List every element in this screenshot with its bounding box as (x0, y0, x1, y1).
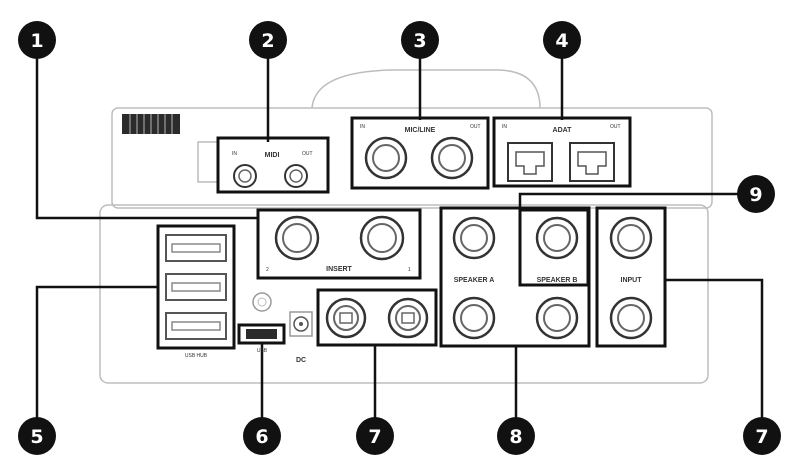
input-frame (595, 206, 667, 348)
ground-screw (252, 292, 272, 312)
input-jack-bottom (609, 296, 653, 340)
svg-text:9: 9 (749, 184, 762, 206)
mic-line-label: MIC/LINE (405, 127, 436, 134)
svg-text:1: 1 (30, 30, 43, 52)
usb-port-1 (165, 234, 227, 262)
insert-group: INSERT 2 1 (256, 208, 422, 280)
svg-text:7: 7 (755, 426, 768, 448)
grille-vent (122, 114, 180, 134)
dc-label: DC (296, 357, 306, 364)
callout-badges: 1 2 3 4 5 6 7 8 (18, 21, 781, 455)
insert-jack-2 (274, 215, 320, 261)
svg-text:5: 5 (30, 426, 43, 448)
adat-in-label: IN (502, 124, 507, 130)
adat-group: ADAT IN OUT (492, 116, 632, 188)
leader-7b (665, 278, 764, 420)
usb-port-2 (165, 273, 227, 301)
midi-label: MIDI (265, 152, 280, 159)
rca-jack-right (387, 297, 429, 339)
usb-hub-label: USB HUB (185, 353, 208, 359)
mic-line-out-jack (430, 136, 474, 180)
input-jack-top (609, 216, 653, 260)
adat-out-port (569, 142, 615, 182)
usb-hub-frame (156, 224, 236, 350)
svg-text:8: 8 (509, 426, 522, 448)
device-top-handle (311, 69, 541, 109)
callout-4: 4 (543, 21, 581, 59)
speaker-b-label: SPEAKER B (537, 277, 578, 284)
midi-out-label: OUT (302, 151, 313, 157)
callout-8: 8 (497, 417, 535, 455)
midi-frame (216, 136, 330, 194)
speaker-b-jack-top (535, 216, 579, 260)
device-lower-section (99, 204, 709, 384)
svg-text:2: 2 (261, 30, 274, 52)
speaker-a-jack-bottom (452, 296, 496, 340)
insert-jack-1 (359, 215, 405, 261)
mic-line-in-label: IN (360, 124, 365, 130)
device-upper-section (111, 107, 713, 209)
speaker-b-frame (518, 208, 590, 287)
usb-hub-group: USB HUB (156, 224, 236, 359)
svg-text:4: 4 (555, 30, 568, 52)
callout-1: 1 (18, 21, 56, 59)
svg-text:7: 7 (368, 426, 381, 448)
speaker-group: SPEAKER A SPEAKER B (439, 206, 591, 348)
callout-7a: 7 (356, 417, 394, 455)
usb-b-label: USB (257, 348, 268, 354)
callout-5: 5 (18, 417, 56, 455)
adat-frame (492, 116, 632, 188)
dc-jack (293, 316, 309, 332)
device-body (99, 69, 713, 384)
adat-label: ADAT (553, 127, 573, 134)
dc-jack-group: DC (289, 311, 313, 364)
svg-text:3: 3 (413, 30, 426, 52)
usb-port-3 (165, 312, 227, 340)
usb-b-group: USB (237, 323, 286, 354)
mic-line-out-label: OUT (470, 124, 481, 130)
leader-1 (35, 40, 258, 220)
insert-right-number: 1 (408, 267, 411, 273)
usb-b-port (246, 329, 277, 339)
speaker-a-label: SPEAKER A (454, 277, 495, 284)
adat-out-label: OUT (610, 124, 621, 130)
speaker-b-jack-bottom (535, 296, 579, 340)
leader-lines (35, 40, 764, 422)
svg-text:6: 6 (255, 426, 268, 448)
speaker-a-jack-top (452, 216, 496, 260)
insert-left-number: 2 (266, 267, 269, 273)
callout-9: 9 (737, 175, 775, 213)
rca-frame (316, 288, 438, 347)
input-group: INPUT (595, 206, 667, 348)
mic-line-group: MIC/LINE IN OUT (350, 116, 490, 190)
callout-6: 6 (243, 417, 281, 455)
callout-3: 3 (401, 21, 439, 59)
adat-in-port (507, 142, 553, 182)
mic-line-frame (350, 116, 490, 190)
insert-label: INSERT (326, 266, 352, 273)
callout-7b: 7 (743, 417, 781, 455)
midi-in-port (233, 164, 257, 188)
rca-group (316, 288, 438, 347)
midi-group: MIDI IN OUT (197, 136, 330, 194)
midi-out-port (284, 164, 308, 188)
usb-b-frame (237, 323, 286, 345)
mic-line-in-jack (364, 136, 408, 180)
input-label: INPUT (621, 277, 643, 284)
midi-in-label: IN (232, 151, 237, 157)
insert-frame (256, 208, 422, 280)
rca-jack-left (325, 297, 367, 339)
leader-5 (35, 285, 158, 422)
callout-2: 2 (249, 21, 287, 59)
